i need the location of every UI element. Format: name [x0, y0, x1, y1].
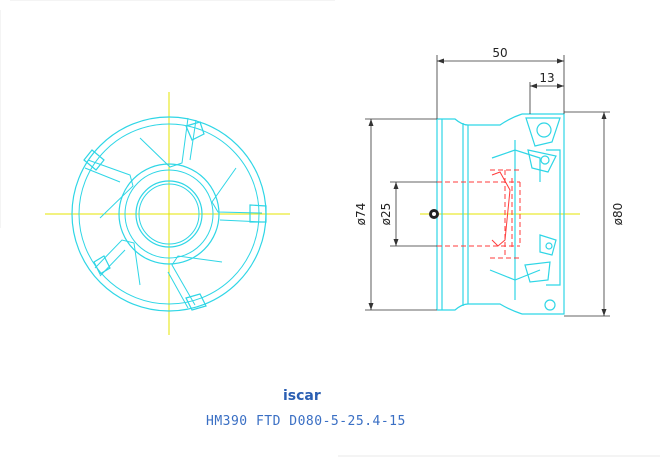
- part-number-label: HM390 FTD D080-5-25.4-15: [206, 414, 406, 429]
- arrow-50-right: [557, 58, 564, 64]
- side-insert-2-screw: [540, 155, 550, 165]
- front-bore-outer: [135, 180, 203, 248]
- arrow-74-top: [368, 119, 374, 126]
- flute-bottom-edge: [167, 271, 189, 309]
- front-hub-inner: [124, 169, 214, 259]
- front-outer-circle-inner: [78, 123, 260, 305]
- arrow-80-top: [601, 112, 607, 119]
- side-hidden-lines: [437, 169, 521, 259]
- side-bottom-edge: [437, 303, 523, 315]
- front-view: [45, 92, 290, 335]
- arrow-74-bottom: [368, 303, 374, 310]
- flute-right: [211, 167, 263, 214]
- side-insert-bottom-screw: [544, 299, 556, 311]
- side-front-face: [522, 113, 565, 315]
- flute-left-bottom: [94, 239, 141, 286]
- flute-bottom: [171, 255, 223, 306]
- dim-74-label: ø74: [354, 203, 368, 226]
- flute-left-top: [87, 159, 134, 219]
- side-insert-top: [525, 117, 561, 147]
- side-insert-seat: [546, 149, 561, 286]
- side-inserts: [524, 117, 561, 311]
- dimension-lines: [365, 55, 610, 317]
- insert-2: [83, 149, 105, 171]
- arrow-50-left: [437, 58, 444, 64]
- dim-80-label: ø80: [611, 203, 625, 226]
- side-insert-2: [527, 149, 557, 173]
- arrow-80-bottom: [601, 309, 607, 316]
- front-inserts: [83, 121, 267, 311]
- arrow-13-right: [557, 83, 564, 89]
- insert-3: [93, 255, 111, 275]
- arrow-25-top: [393, 182, 399, 189]
- insert-5: [249, 204, 267, 223]
- dim-25-label: ø25: [379, 203, 393, 226]
- side-insert-4: [524, 261, 551, 283]
- front-hub-outer: [118, 163, 220, 265]
- side-view: [420, 113, 580, 315]
- flute-left-top-edge: [84, 167, 121, 183]
- side-insert-3: [539, 234, 557, 256]
- flute-top: [139, 117, 189, 168]
- side-center-mark-dot: [432, 212, 436, 216]
- iscar-logo: iscar: [283, 388, 321, 404]
- side-hidden-solid: [491, 171, 511, 247]
- insert-4: [185, 293, 207, 311]
- hidden-keyway: [491, 171, 511, 247]
- arrow-13-left: [530, 83, 537, 89]
- side-top-edge: [437, 113, 523, 126]
- front-bore-inner: [138, 183, 200, 245]
- dim-50-label: 50: [492, 46, 507, 60]
- arrow-25-bottom: [393, 239, 399, 246]
- front-flutes: [84, 117, 263, 309]
- side-insert-3-screw: [545, 242, 553, 250]
- insert-1: [185, 121, 205, 141]
- dimension-arrows: [368, 58, 607, 316]
- dim-13-label: 13: [539, 71, 554, 85]
- side-insert-top-screw: [536, 122, 552, 138]
- side-pocket-1: [491, 149, 541, 182]
